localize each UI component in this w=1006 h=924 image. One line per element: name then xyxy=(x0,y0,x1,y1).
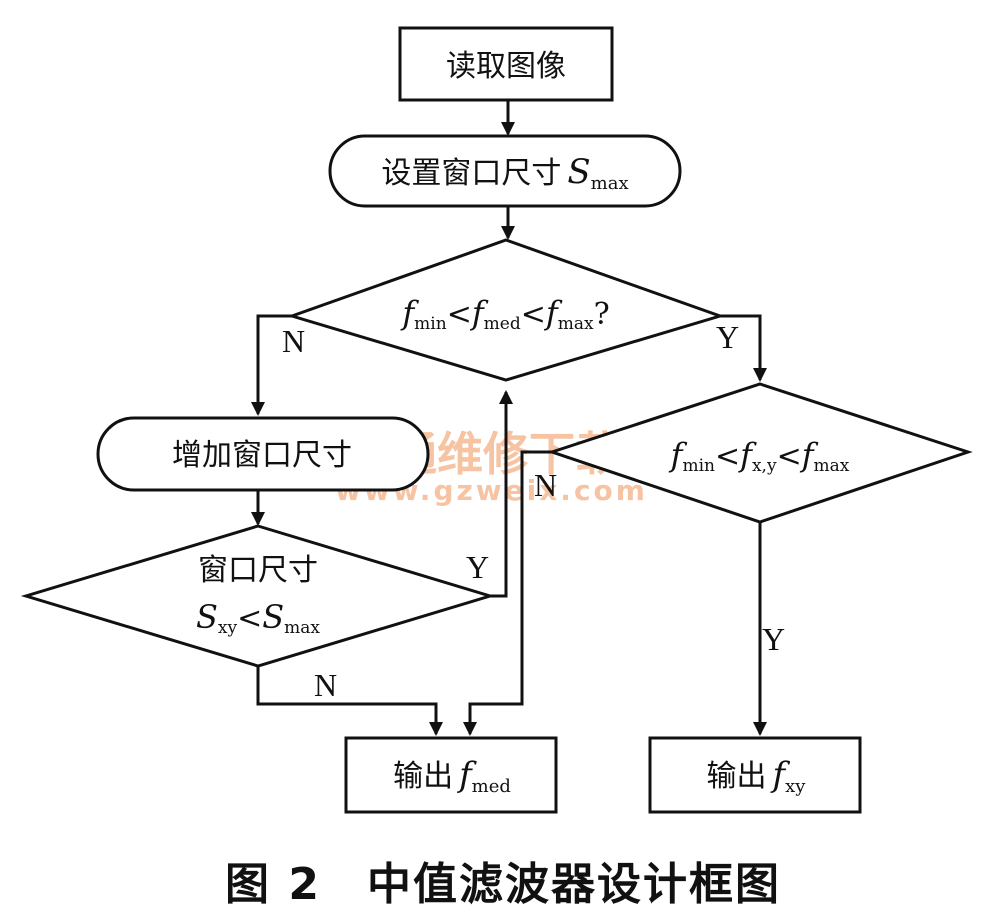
edge-cond2-no xyxy=(256,666,443,736)
node-increase-window xyxy=(96,416,430,492)
node-output-med xyxy=(344,736,558,814)
increase-window-label: 增加窗口尺寸 xyxy=(172,438,352,473)
edge-label-cond2-yes: Y xyxy=(466,549,489,585)
node-output-xy xyxy=(648,736,862,814)
edge-cond3-no xyxy=(463,450,552,736)
edge-cond2-yes xyxy=(490,390,513,598)
edge-label-cond1-no: N xyxy=(282,323,305,359)
node-condition-3 xyxy=(547,382,973,524)
edge-label-cond1-yes: Y xyxy=(716,319,739,355)
edge-label-cond3-yes: Y xyxy=(762,621,785,657)
edge-label-cond3-no: N xyxy=(534,467,557,503)
condition-2-title: 窗口尺寸 xyxy=(198,553,318,588)
edge-cond1-yes xyxy=(720,314,767,382)
node-condition-1 xyxy=(287,238,725,382)
figure-caption: 图 2 中值滤波器设计框图 xyxy=(225,859,781,910)
node-condition-2 xyxy=(20,524,496,668)
read-image-label: 读取图像 xyxy=(446,49,566,84)
condition-2-expr: Sxy<Smax xyxy=(196,598,320,638)
edge-label-cond2-no: N xyxy=(314,667,337,703)
flowchart-edges xyxy=(251,100,767,736)
node-read-image xyxy=(398,26,614,102)
node-set-window xyxy=(328,134,682,208)
